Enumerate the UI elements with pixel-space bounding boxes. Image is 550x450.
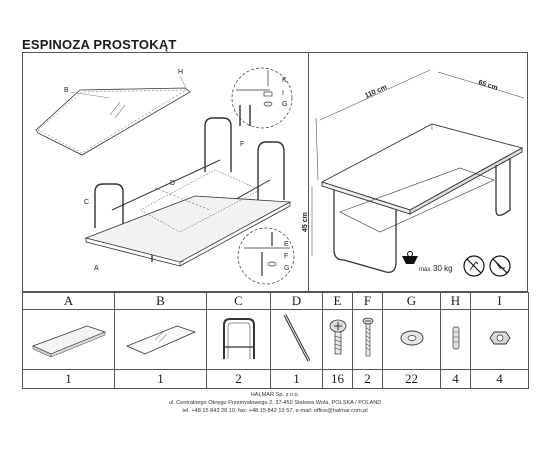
frame-leg-icon — [222, 317, 255, 359]
part-qty-g: 22 — [382, 369, 441, 389]
part-qty-d: 1 — [270, 369, 323, 389]
sheet-divider — [308, 52, 309, 292]
part-letter-c: C — [206, 292, 271, 310]
glass-top-icon — [125, 325, 196, 354]
callout-k: K — [282, 77, 287, 84]
part-letter-h: H — [440, 292, 471, 310]
part-image-f — [352, 309, 383, 370]
connecting-rod-icon — [283, 313, 310, 362]
footer-company: HALMAR Sp. z o.o. — [250, 392, 300, 398]
part-qty-i: 4 — [470, 369, 529, 389]
callout-a: A — [94, 265, 99, 272]
footer-contact: tel. +48 15 843 28 10, fax: +48 15 842 1… — [182, 408, 368, 414]
dimension-height: 45 cm — [302, 212, 309, 232]
screw-icon — [362, 317, 373, 356]
part-image-b — [114, 309, 207, 370]
callout-e: E — [284, 241, 289, 248]
dowel-icon — [452, 326, 459, 349]
no-standing-icon — [463, 255, 485, 277]
max-load-prefix: max. — [419, 267, 432, 273]
callout-c: C — [84, 199, 89, 206]
callout-i: I — [282, 90, 284, 97]
part-letter-d: D — [270, 292, 323, 310]
part-image-e — [322, 309, 353, 370]
footer-address: ul. Centralnego Okręgu Przemysłowego 2, … — [168, 400, 382, 406]
part-image-g — [382, 309, 441, 370]
parts-table: A B C D E F G H I — [22, 292, 529, 389]
washer-icon — [400, 330, 423, 345]
assembled-table-drawing — [320, 123, 524, 273]
part-qty-c: 2 — [206, 369, 271, 389]
part-image-a — [22, 309, 115, 370]
detail-bottom-drawing — [237, 227, 295, 285]
no-sitting-icon — [489, 255, 511, 277]
company-footer: HALMAR Sp. z o.o. ul. Centralnego Okręgu… — [0, 391, 550, 415]
part-letter-g: G — [382, 292, 441, 310]
dimension-length: 110 cm — [364, 84, 388, 100]
part-qty-a: 1 — [22, 369, 115, 389]
part-letter-a: A — [22, 292, 115, 310]
part-qty-h: 4 — [440, 369, 471, 389]
part-image-i — [470, 309, 529, 370]
part-image-d — [270, 309, 323, 370]
callout-g-bottom: G — [284, 265, 289, 272]
glass-panel-drawing — [35, 87, 191, 156]
weight-icon — [402, 251, 418, 264]
assembly-sheet — [22, 52, 528, 292]
part-image-c — [206, 309, 271, 370]
bolt-icon — [329, 319, 346, 354]
part-qty-e: 16 — [322, 369, 353, 389]
callout-b: B — [64, 87, 69, 94]
callout-h-top: H — [178, 69, 183, 76]
callout-g-top: G — [282, 101, 287, 108]
callout-f-center: F — [240, 141, 244, 148]
part-letter-b: B — [114, 292, 207, 310]
part-letter-i: I — [470, 292, 529, 310]
page-title: ESPINOZA PROSTOKĄT — [22, 37, 177, 52]
part-qty-f: 2 — [352, 369, 383, 389]
part-image-h — [440, 309, 471, 370]
nut-icon — [488, 331, 511, 344]
callout-d: D — [170, 180, 175, 187]
shelf-panel-drawing — [84, 195, 292, 267]
shelf-panel-icon — [31, 325, 106, 357]
assembly-drawing: B H C D A F K I G — [35, 67, 525, 285]
callout-f-detail: F — [284, 253, 288, 260]
detail-top-drawing — [231, 67, 293, 129]
part-letter-f: F — [352, 292, 383, 310]
part-qty-b: 1 — [114, 369, 207, 389]
max-load-value: 30 kg — [433, 264, 453, 273]
dimension-width: 65 cm — [477, 79, 498, 92]
part-letter-e: E — [322, 292, 353, 310]
